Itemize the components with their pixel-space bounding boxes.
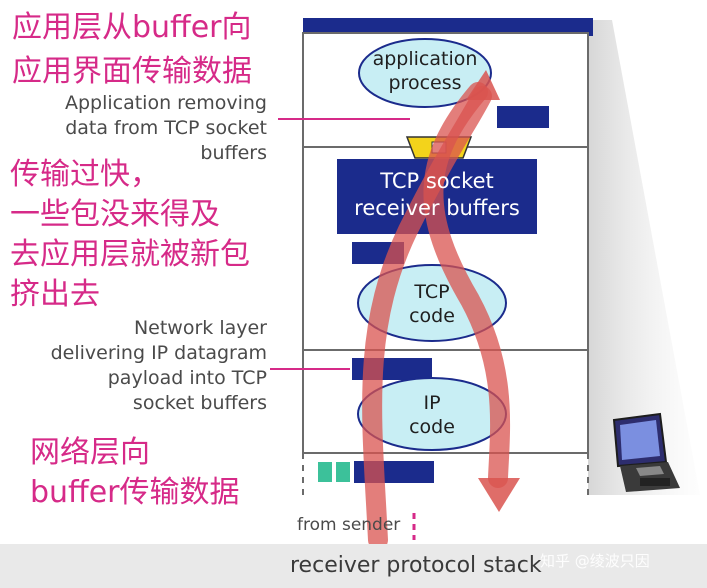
application-process-ellipse (358, 38, 492, 108)
network-layer-annotation: Network layer delivering IP datagram pay… (51, 316, 267, 416)
tcp-buffers-line1: TCP socket (380, 169, 494, 193)
cn-middle-line4: 挤出去 (10, 277, 100, 312)
application-process-label: application process (362, 47, 488, 95)
tcp-buffers-label: TCP socket receiver buffers (337, 168, 537, 222)
from-sender-label: from sender (297, 515, 401, 535)
computer-icon (612, 412, 680, 492)
footer-bar (0, 544, 707, 588)
arrow-head-down (478, 478, 520, 512)
app-removing-line2: data from TCP socket (65, 117, 267, 139)
network-layer-line4: socket buffers (132, 392, 267, 414)
cn-bottom-line1: 网络层向 (30, 435, 150, 470)
cn-annotation-top: 应用层从buffer向 应用界面传输数据 (12, 10, 252, 90)
app-layer-block (497, 106, 549, 128)
packet-teal-1 (318, 462, 332, 482)
stack-shadow (588, 20, 700, 495)
ip-code-label: IP code (392, 391, 472, 439)
tcp-buffers-line2: receiver buffers (354, 196, 520, 220)
cn-top-line2: 应用界面传输数据 (12, 54, 252, 89)
app-removing-line1: Application removing (64, 92, 267, 114)
app-removing-annotation: Application removing data from TCP socke… (65, 91, 267, 166)
data-flow-arrow-down (423, 82, 511, 488)
cn-annotation-bottom: 网络层向 buffer传输数据 (30, 435, 240, 511)
ip-code-line1: IP (423, 392, 441, 414)
arrow-head-up (466, 70, 500, 100)
cn-middle-line1: 传输过快， (10, 157, 160, 192)
network-layer-line1: Network layer (133, 317, 267, 339)
packet-teal-2 (336, 462, 350, 482)
tcp-code-label: TCP code (392, 280, 472, 328)
network-layer-line2: delivering IP datagram (50, 342, 267, 364)
application-label-line2: process (388, 72, 462, 94)
cn-annotation-middle: 传输过快， 一些包没来得及 去应用层就被新包 挤出去 (10, 157, 250, 313)
application-label-line1: application (372, 48, 478, 70)
watermark: 知乎 @绫波只因 (540, 552, 650, 570)
tcp-code-line2: code (409, 305, 455, 327)
cn-middle-line3: 去应用层就被新包 (10, 237, 250, 272)
network-layer-line3: payload into TCP (107, 367, 267, 389)
tcp-code-line1: TCP (414, 281, 450, 303)
cn-middle-line2: 一些包没来得及 (10, 197, 220, 232)
ip-code-line2: code (409, 416, 455, 438)
cn-top-line1: 应用层从buffer向 (12, 10, 252, 45)
app-removing-line3: buffers (200, 142, 267, 164)
stack-top-bar (303, 18, 593, 36)
stack-caption: receiver protocol stack (290, 553, 542, 578)
cn-bottom-line2: buffer传输数据 (30, 475, 240, 510)
